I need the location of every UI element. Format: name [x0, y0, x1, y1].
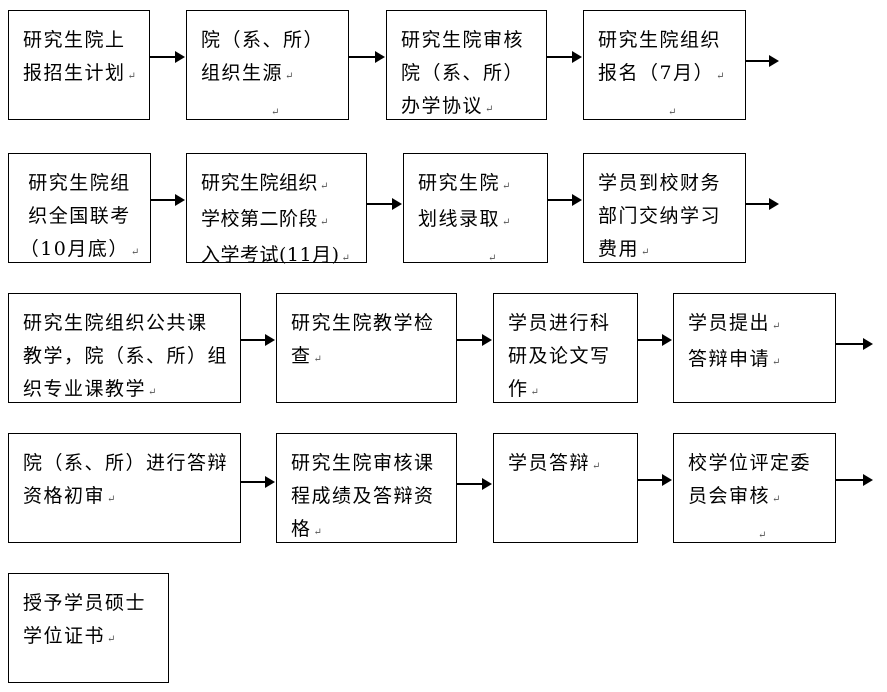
- paragraph-mark: ↵: [502, 217, 511, 228]
- flow-arrow: [150, 51, 185, 63]
- flow-arrow: [548, 194, 582, 206]
- step-text: 研究生院组织报名（7月）↵↵: [598, 29, 725, 118]
- step-text: 校学位评定委员会审核↵↵: [688, 452, 812, 541]
- step-box: 研究生院组织报名（7月）↵↵: [583, 10, 746, 120]
- step-text: 研究生院组织↵学校第二阶段↵入学考试(11月)↵: [201, 172, 350, 266]
- paragraph-mark: ↵: [716, 71, 725, 82]
- step-text: 研究生院审核院（系、所）办学协议↵: [401, 29, 525, 117]
- flow-arrow: [241, 476, 275, 488]
- step-text: 研究生院组织公共课教学，院（系、所）组织专业课教学↵: [23, 312, 229, 400]
- step-text: 研究生院审核课程成绩及答辩资格↵: [291, 452, 435, 540]
- step-text: 研究生院教学检查↵: [291, 312, 435, 367]
- paragraph-mark: ↵: [772, 357, 781, 368]
- step-text: 研究生院上报招生计划↵: [23, 29, 136, 84]
- paragraph-mark: ↵: [502, 181, 511, 192]
- flow-arrow: [638, 474, 672, 486]
- paragraph-mark: ↵: [488, 253, 497, 264]
- paragraph-mark: ↵: [341, 253, 350, 264]
- paragraph-mark: ↵: [485, 104, 494, 115]
- flow-arrow: [349, 51, 385, 63]
- paragraph-mark: ↵: [271, 107, 280, 118]
- step-box: 研究生院组织↵学校第二阶段↵入学考试(11月)↵: [186, 153, 367, 266]
- step-text: 研究生院组织全国联考（10月底）↵: [19, 172, 140, 260]
- step-box: 学员提出↵答辩申请↵: [673, 293, 836, 403]
- paragraph-mark: ↵: [320, 181, 329, 192]
- paragraph-mark: ↵: [285, 71, 294, 82]
- step-text: 学员到校财务部门交纳学习费用↵: [598, 172, 722, 260]
- paragraph-mark: ↵: [130, 247, 140, 258]
- paragraph-mark: ↵: [772, 494, 781, 505]
- step-text: 院（系、所）组织生源↵↵: [201, 29, 325, 118]
- step-box: 研究生院审核课程成绩及答辩资格↵: [276, 433, 457, 543]
- paragraph-mark: ↵: [107, 634, 116, 645]
- step-box: 校学位评定委员会审核↵↵: [673, 433, 836, 543]
- step-box: 研究生院上报招生计划↵: [8, 10, 150, 120]
- step-box: 院（系、所）组织生源↵↵: [186, 10, 349, 120]
- step-text: 学员提出↵答辩申请↵: [688, 312, 781, 370]
- step-box: 学员到校财务部门交纳学习费用↵: [583, 153, 746, 263]
- step-text: 学员答辩↵: [508, 452, 601, 474]
- step-box: 研究生院审核院（系、所）办学协议↵: [386, 10, 547, 120]
- step-box: 研究生院组织公共课教学，院（系、所）组织专业课教学↵: [8, 293, 241, 403]
- flow-arrow: [457, 478, 492, 490]
- step-box: 研究生院↵划线录取↵↵: [403, 153, 548, 264]
- flow-arrow: [836, 474, 873, 486]
- paragraph-mark: ↵: [530, 387, 539, 398]
- step-box: 授予学员硕士学位证书↵: [8, 573, 169, 683]
- step-text: 院（系、所）进行答辩资格初审↵: [23, 452, 229, 507]
- paragraph-mark: ↵: [313, 354, 322, 365]
- flow-arrow: [241, 334, 275, 346]
- flow-arrow: [746, 55, 779, 67]
- paragraph-mark: ↵: [772, 321, 781, 332]
- paragraph-mark: ↵: [641, 247, 650, 258]
- step-box: 学员进行科研及论文写作↵: [493, 293, 638, 403]
- step-box: 学员答辩↵: [493, 433, 638, 543]
- paragraph-mark: ↵: [758, 530, 767, 541]
- flow-arrow: [836, 338, 873, 350]
- flow-arrow: [638, 334, 672, 346]
- flow-arrow: [457, 334, 492, 346]
- step-box: 院（系、所）进行答辩资格初审↵: [8, 433, 241, 543]
- paragraph-mark: ↵: [107, 494, 116, 505]
- paragraph-mark: ↵: [668, 107, 677, 118]
- paragraph-mark: ↵: [127, 71, 136, 82]
- step-text: 授予学员硕士学位证书↵: [23, 592, 147, 647]
- paragraph-mark: ↵: [320, 217, 329, 228]
- flow-arrow: [151, 194, 185, 206]
- step-box: 研究生院教学检查↵: [276, 293, 457, 403]
- paragraph-mark: ↵: [148, 387, 157, 398]
- flow-arrow: [547, 51, 582, 63]
- step-box: 研究生院组织全国联考（10月底）↵: [8, 153, 151, 263]
- flow-arrow: [367, 198, 402, 210]
- paragraph-mark: ↵: [592, 461, 601, 472]
- flow-arrow: [746, 198, 779, 210]
- step-text: 学员进行科研及论文写作↵: [508, 312, 611, 400]
- step-text: 研究生院↵划线录取↵↵: [418, 172, 511, 264]
- paragraph-mark: ↵: [313, 527, 322, 538]
